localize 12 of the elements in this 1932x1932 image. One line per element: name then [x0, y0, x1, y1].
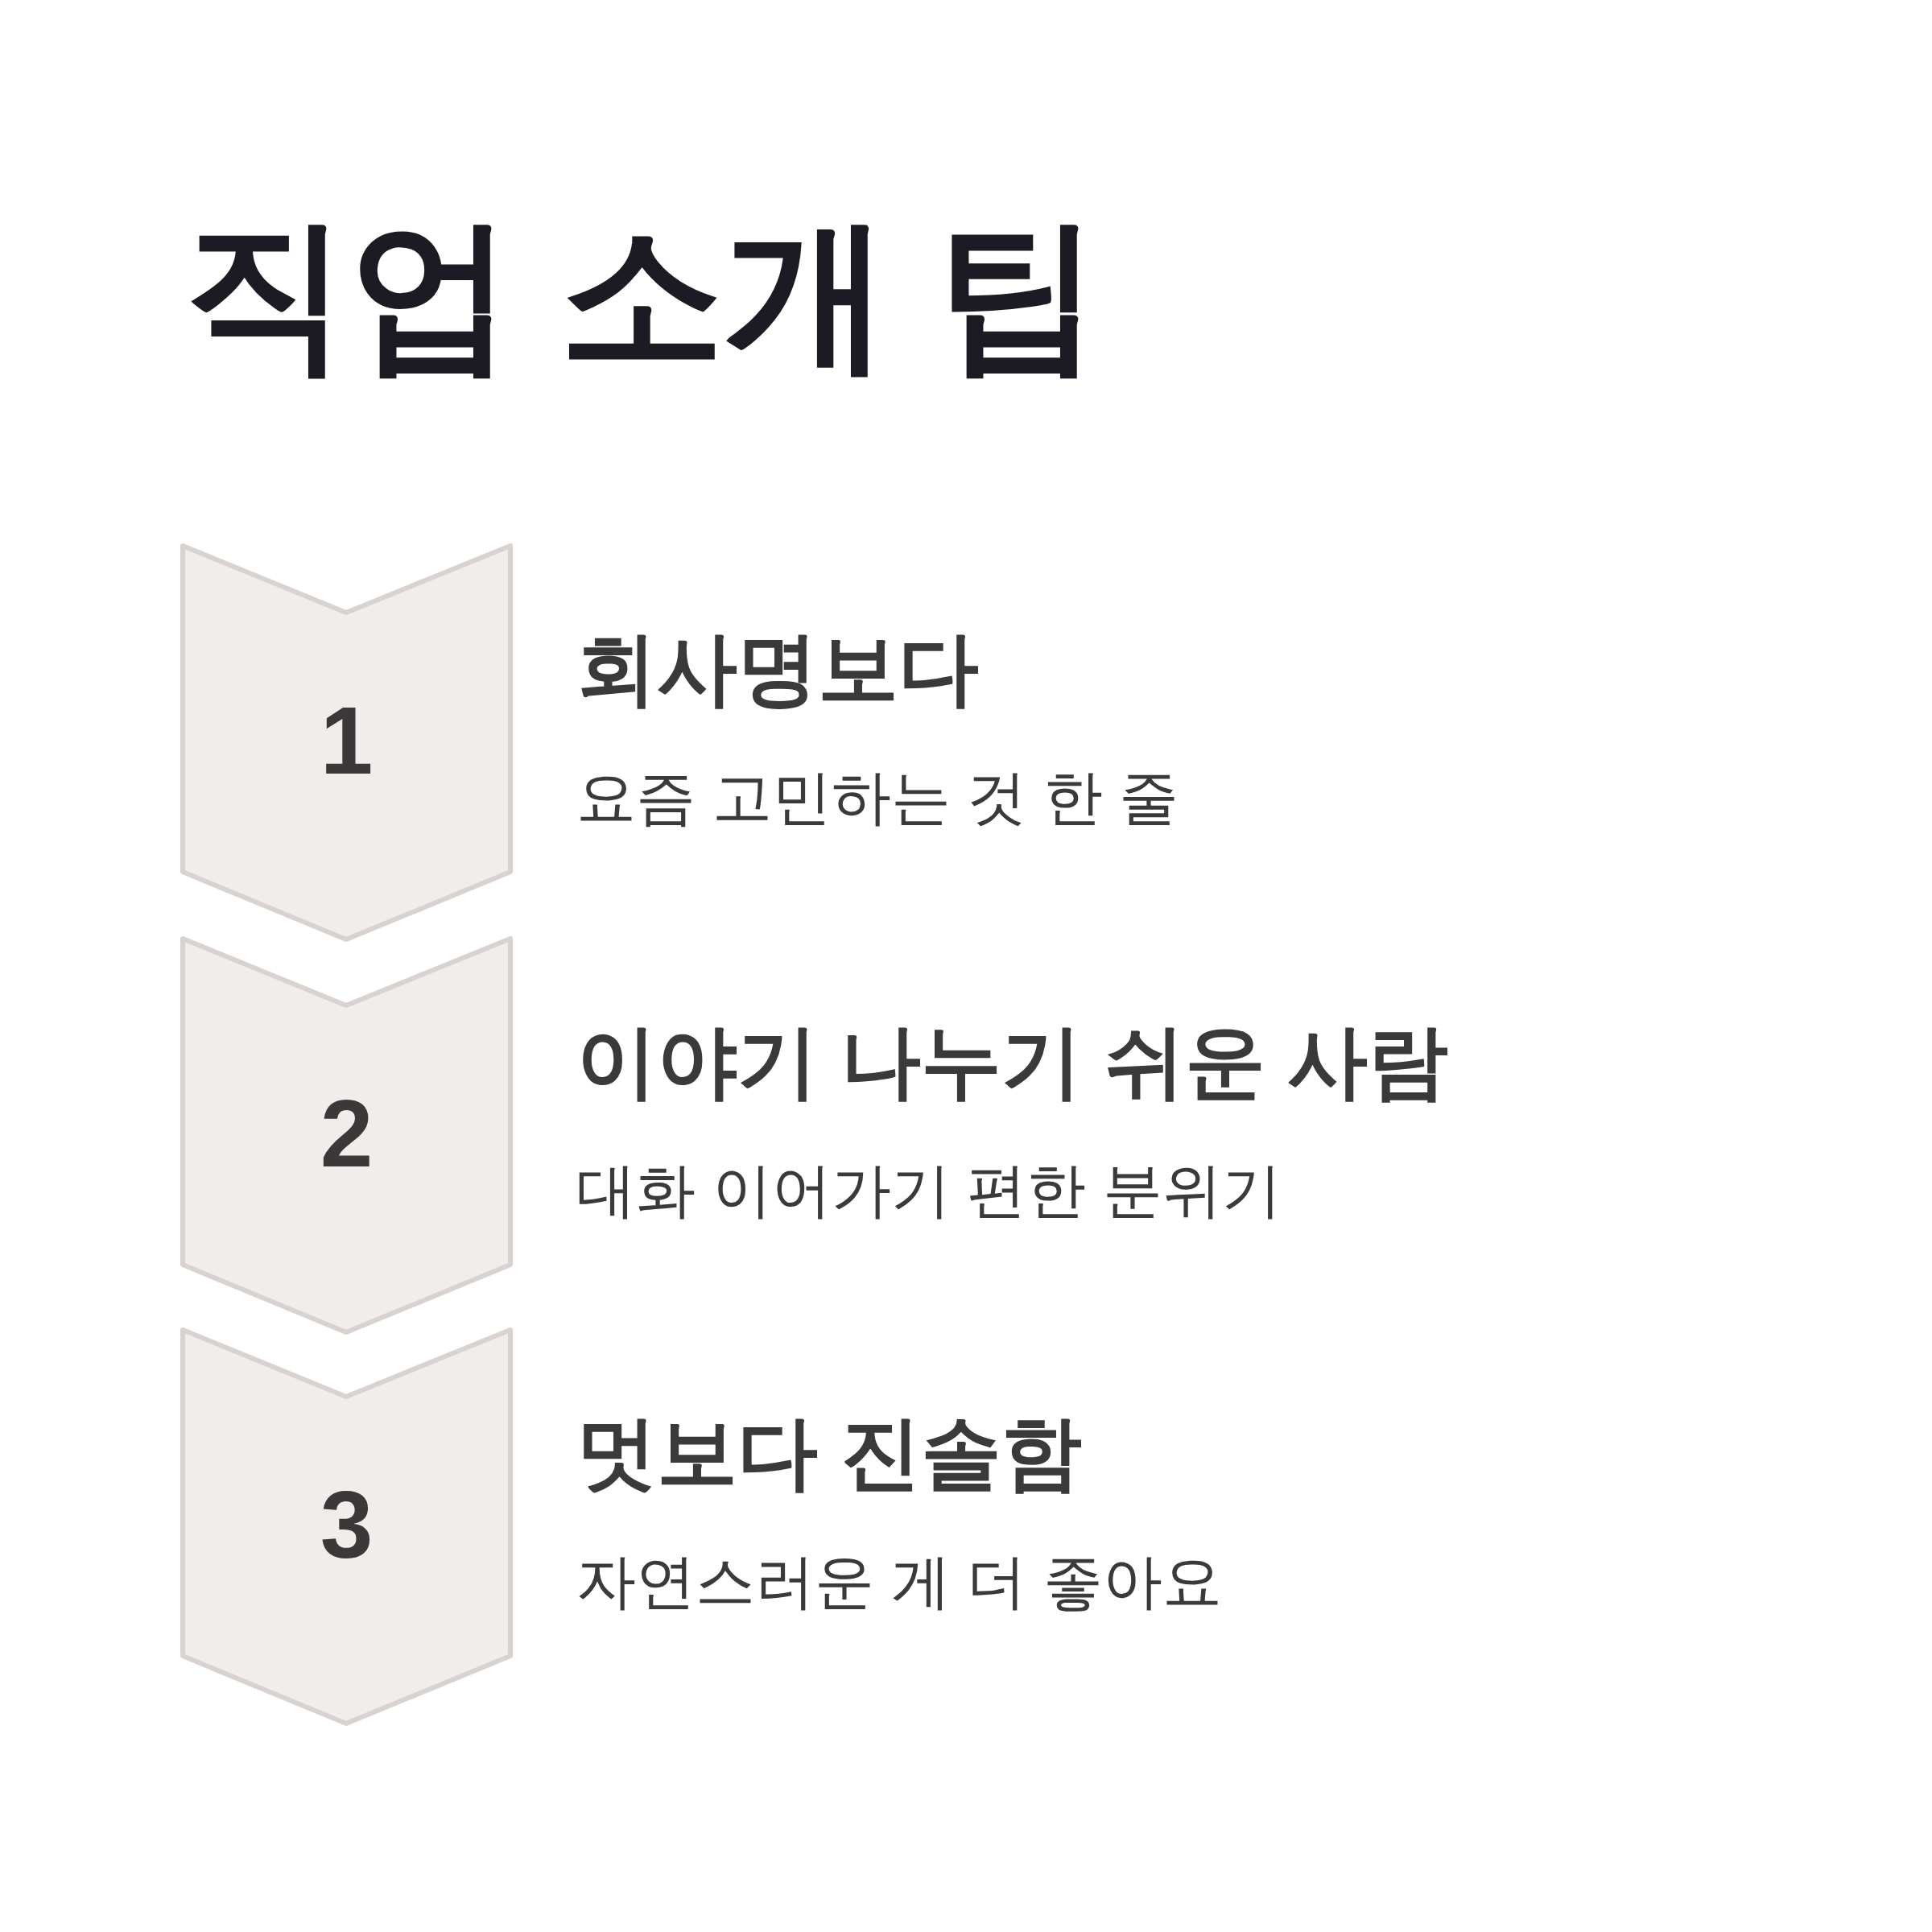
chevron-step	[180, 543, 513, 942]
step-heading: 회사명보다	[576, 622, 980, 715]
step-description: 요즘 고민하는 것 한 줄	[576, 763, 1179, 832]
step-number: 3	[320, 1477, 374, 1572]
step-heading: 이야기 나누기 쉬운 사람	[576, 1015, 1449, 1108]
step-description: 대화 이어가기 편한 분위기	[576, 1156, 1282, 1225]
step-heading: 멋보다 진솔함	[576, 1406, 1083, 1499]
chevron-step	[180, 936, 513, 1335]
chevron-step	[180, 1327, 513, 1726]
step-number: 1	[320, 693, 374, 788]
step-description: 자연스러운 게 더 좋아요	[576, 1547, 1222, 1616]
step-number: 2	[320, 1086, 374, 1181]
